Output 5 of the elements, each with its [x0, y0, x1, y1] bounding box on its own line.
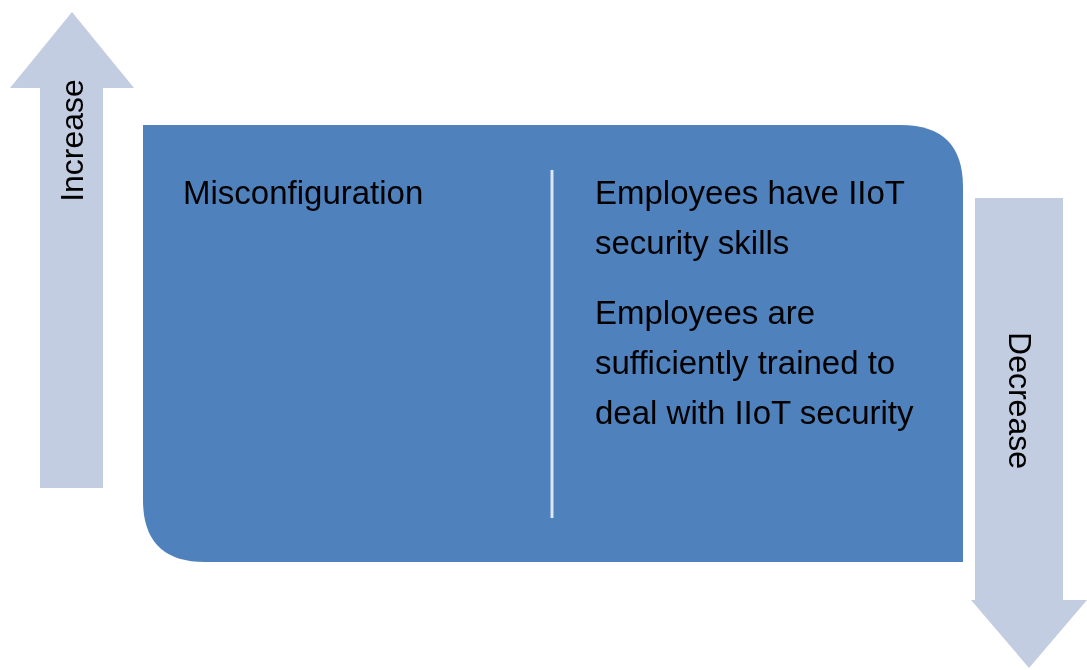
- panel-text: Misconfiguration: [183, 173, 425, 213]
- panel-text: Employees have IIoT security skills: [595, 173, 906, 263]
- panel-text: Employees are sufficiently trained to deal with IIoT security: [595, 293, 915, 433]
- arrow-label: Decrease: [1000, 331, 1038, 469]
- arrow-label: Increase: [53, 78, 91, 202]
